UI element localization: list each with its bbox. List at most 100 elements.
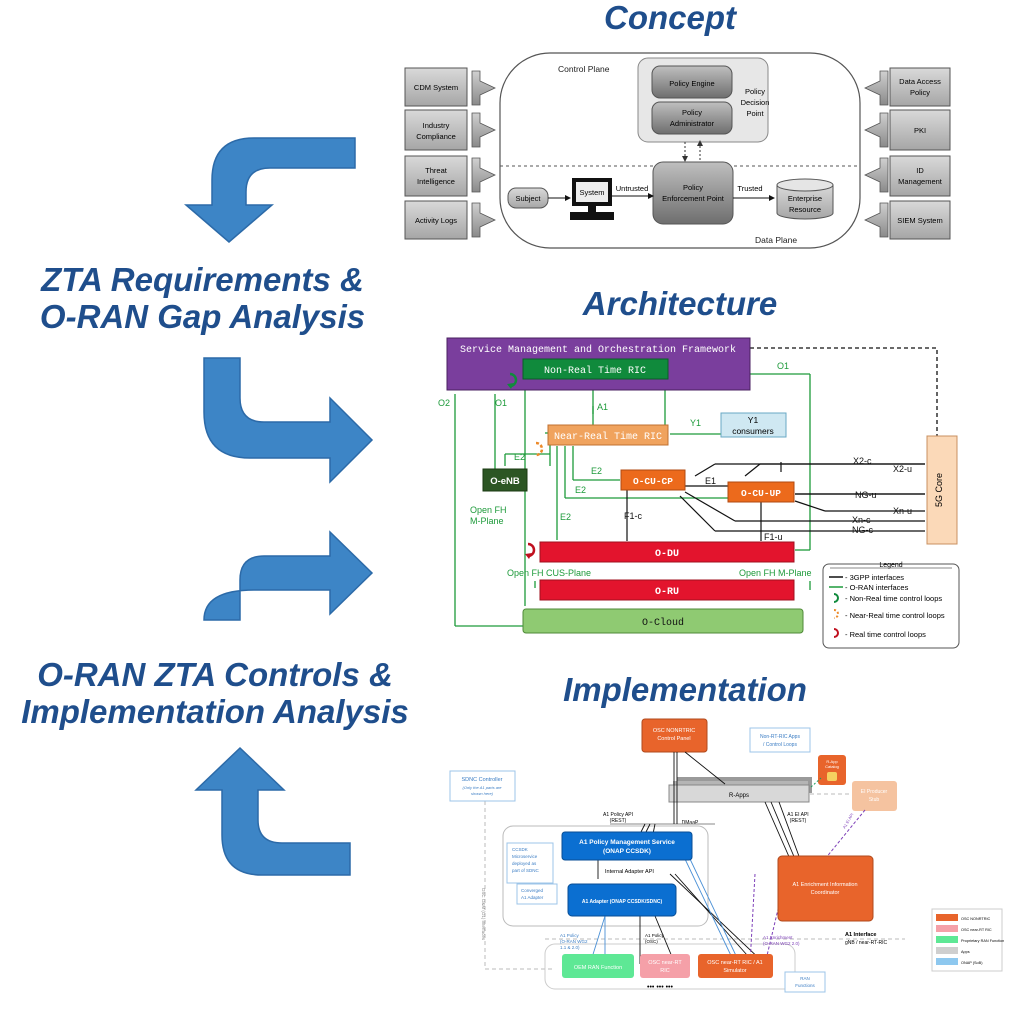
- lbl-e2-a: E2: [514, 452, 525, 462]
- concept-heading: Concept: [604, 0, 736, 36]
- lbl-open-fh-cus: Open FH CUS-Plane: [507, 568, 591, 578]
- lbl-o1-top: O1: [777, 361, 789, 371]
- eic-line2: Coordinator: [811, 890, 840, 896]
- sdnc-note2: shown here): [471, 791, 494, 796]
- o-cu-cp-label: O-CU-CP: [633, 476, 673, 487]
- a1-policy-osc-2: (OSC): [645, 939, 658, 944]
- data-plane-label: Data Plane: [755, 235, 797, 245]
- a1-policy-api-label: A1 Policy API: [603, 812, 633, 818]
- converged-line1: Converged: [521, 888, 544, 893]
- ran-container: [544, 943, 796, 990]
- a1-policy-rest: (REST): [610, 818, 627, 824]
- architecture-diagram: Service Management and Orchestration Fra…: [438, 337, 960, 649]
- lbl-y1: Y1: [690, 418, 701, 428]
- legend-title: Legend: [879, 562, 902, 569]
- ei-producer-box: [852, 781, 897, 811]
- id-management-input: ID Management: [864, 155, 951, 197]
- left-bottom-heading: O-RAN ZTA Controls & Implementation Anal…: [0, 656, 430, 731]
- osc-sim-line2: Simulator: [723, 968, 746, 974]
- a1-ei-api-label: A1 EI API: [787, 812, 808, 818]
- non-rt-loop-icon: [507, 372, 518, 389]
- o-enb-label: O-eNB: [490, 476, 520, 487]
- o-cloud-box: [522, 608, 804, 634]
- oem-box: [562, 954, 634, 978]
- threat-intelligence-input: Threat Intelligence: [404, 155, 496, 197]
- id-label: ID: [916, 166, 924, 175]
- r-app-catalog-box: [818, 755, 846, 785]
- apps-note-line1: Non-RT-RIC Apps: [760, 734, 800, 740]
- lbl-o1-left: O1: [495, 398, 507, 408]
- pms-label: A1 Policy Management Service: [579, 839, 675, 846]
- flow-arrow-3: [203, 530, 374, 621]
- impl-legend-2: Proprietary RAN Function: [961, 939, 1004, 943]
- o-cloud-label: O-Cloud: [642, 617, 684, 629]
- pki-label: PKI: [914, 126, 926, 135]
- oem-label: OEM RAN Function: [574, 965, 622, 971]
- legend-nonrt-icon: [833, 593, 839, 603]
- pep-box: [652, 161, 734, 225]
- catalog-line1: R-App: [826, 759, 838, 764]
- implementation-diagram: SDNC Controller (Only the A1 parts are s…: [449, 718, 1004, 993]
- o-ru-box: [539, 579, 795, 601]
- lbl-f1u: F1-u: [764, 532, 783, 542]
- eic-line1: A1 Enrichment Information: [792, 882, 857, 888]
- a1-adapter-box: [567, 883, 677, 917]
- left-inputs: CDM System Industry Compliance Threat In…: [404, 67, 496, 240]
- lbl-e2-c: E2: [575, 485, 586, 495]
- a1-enrich-1: A1 Enrichment: [763, 935, 793, 940]
- flow-arrow-1: [183, 137, 356, 243]
- pki-input: PKI: [864, 109, 951, 151]
- converged-line2: A1 Adapter: [521, 895, 544, 900]
- impl-legend-0: OSC NONRTRIC: [961, 917, 991, 921]
- ellipsis-label: ••• ••• •••: [647, 984, 673, 991]
- r-apps-label: R-Apps: [729, 793, 749, 799]
- lbl-xnc: Xn-c: [852, 515, 871, 525]
- non-rt-ric-box: [522, 358, 669, 380]
- lbl-e2-d: E2: [560, 512, 571, 522]
- lbl-ngu: NG-u: [855, 490, 877, 500]
- dmaap-label: DMaaP: [682, 820, 699, 826]
- lbl-a1: A1: [597, 402, 608, 412]
- ei-vertical-label: A1 EI API: [842, 812, 855, 829]
- lbl-open-fh-m: Open FH: [470, 505, 507, 515]
- lbl-f1c: F1-c: [624, 511, 643, 521]
- impl-legend-1: OSC near-RT RIC: [961, 928, 992, 932]
- impl-legend-3: Apps: [961, 950, 970, 954]
- eic-box: [777, 855, 874, 922]
- y1-label: Y1: [748, 415, 759, 425]
- policy-admin-box: [651, 101, 733, 135]
- y1-consumers-box: [720, 412, 787, 438]
- a1-policy-wg-3: 1.1 & 2.0): [560, 945, 580, 950]
- concept-diagram: Control Plane Data Plane CDM System Indu…: [404, 52, 951, 249]
- o-du-label: O-DU: [655, 549, 679, 560]
- non-rt-ric-label: Non-Real Time RIC: [544, 365, 646, 377]
- lbl-e2-b: E2: [591, 466, 602, 476]
- ccsdk-line1: CCSDK: [512, 847, 528, 852]
- left-top-line1: ZTA Requirements &: [41, 261, 364, 298]
- internal-api-label: Internal Adapter API: [605, 869, 654, 875]
- architecture-heading: Architecture: [582, 285, 778, 322]
- administrator-label: Administrator: [670, 119, 715, 128]
- oam-label: OSC O&M (O1) interfaces: [481, 888, 486, 941]
- left-bottom-line1: O-RAN ZTA Controls &: [37, 656, 393, 693]
- trusted-label: Trusted: [737, 184, 762, 193]
- siem-system-input: SIEM System: [864, 200, 951, 240]
- left-top-line2: O-RAN Gap Analysis: [39, 297, 366, 335]
- near-rt-ric-label: Near-Real Time RIC: [554, 431, 662, 443]
- core-box: [926, 435, 958, 545]
- consumers-label: consumers: [732, 426, 774, 436]
- pep-policy: Policy: [683, 183, 703, 192]
- sdnc-container: [502, 825, 709, 927]
- ei-line1: EI Producer: [861, 789, 888, 795]
- flow-arrow-4: [194, 746, 351, 876]
- a1-policy-wg-1: A1 Policy: [560, 933, 580, 938]
- pdp-policy: Policy: [745, 87, 765, 96]
- lbl-e1: E1: [705, 476, 716, 486]
- intelligence-label: Intelligence: [417, 177, 455, 186]
- a1-adapter-label: A1 Adapter (ONAP CCSDK/SDNC): [582, 899, 663, 905]
- pep-enforcement: Enforcement Point: [662, 194, 725, 203]
- pdp-decision: Decision: [741, 98, 770, 107]
- pdp-point: Point: [746, 109, 764, 118]
- impl-legend-4: ONAP (SoB): [961, 961, 983, 965]
- legend-nonrt: - Non-Real time control loops: [845, 594, 942, 603]
